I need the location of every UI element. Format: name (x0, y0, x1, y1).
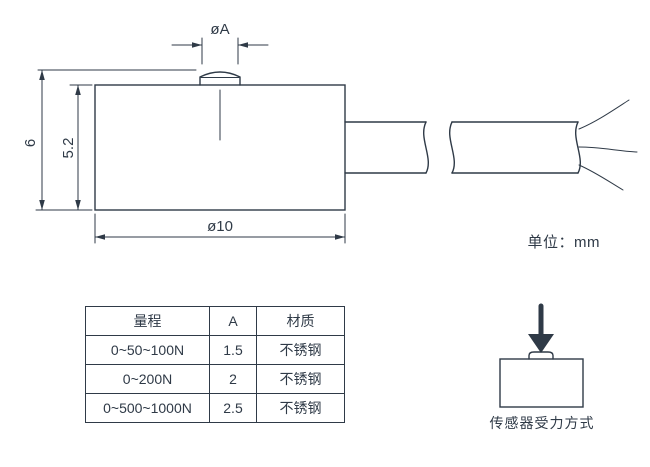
dimension-total-height: 6 (22, 69, 197, 211)
wire-top (578, 99, 630, 130)
dim-total-height-label: 6 (22, 139, 39, 147)
table-cell-material: 不锈钢 (256, 393, 345, 423)
arrowhead (75, 85, 81, 95)
mini-sensor-body (499, 358, 584, 408)
table-header-row: 量程 A 材质 (85, 306, 345, 336)
dimension-body-diameter: ø10 (94, 213, 346, 244)
table-cell-range: 0~200N (85, 364, 210, 394)
dim-cap-diameter-label: øA (210, 21, 229, 38)
force-diagram-caption: 传感器受力方式 (489, 415, 595, 431)
cable-end-break (575, 121, 581, 174)
arrowhead (95, 234, 105, 240)
dim-body-height-label: 5.2 (60, 138, 77, 159)
force-arrow-head (528, 334, 554, 353)
cable-break-left (423, 121, 429, 174)
arrowhead (192, 42, 202, 48)
spec-table: 量程 A 材质 0~50~100N 1.5 不锈钢 0~200N 2 不锈钢 0… (85, 306, 345, 423)
table-cell-material: 不锈钢 (256, 335, 345, 365)
sensor-body-outline (94, 84, 346, 211)
arrowhead (335, 234, 345, 240)
sensor-body (94, 71, 346, 211)
table-cell-range: 0~500~1000N (85, 393, 210, 423)
table-cell-a: 2 (209, 364, 257, 394)
mini-sensor-cap (528, 351, 554, 360)
col-header-material: 材质 (256, 306, 345, 336)
arrowhead (75, 200, 81, 210)
cable (344, 99, 638, 191)
table-row: 0~50~100N 1.5 不锈钢 (85, 335, 345, 365)
table-cell-a: 2.5 (209, 393, 257, 423)
table-row: 0~500~1000N 2.5 不锈钢 (85, 393, 345, 423)
table-row: 0~200N 2 不锈钢 (85, 364, 345, 394)
sensor-cap (199, 71, 241, 86)
table-cell-a: 1.5 (209, 335, 257, 365)
table-cell-material: 不锈钢 (256, 364, 345, 394)
dim-body-diameter-label: ø10 (207, 218, 233, 235)
col-header-range: 量程 (85, 306, 210, 336)
arrowhead (238, 42, 248, 48)
arrowhead (39, 70, 45, 80)
col-header-a: A (209, 306, 257, 336)
unit-label: 单位：mm (527, 234, 600, 251)
dimension-cap-diameter: øA (171, 21, 269, 65)
table-cell-range: 0~50~100N (85, 335, 210, 365)
dimension-body-height: 5.2 (60, 84, 93, 211)
wire-middle (578, 146, 638, 153)
arrowhead (39, 200, 45, 210)
wire-bottom (578, 164, 624, 191)
cable-break-right (449, 121, 455, 174)
force-direction-diagram (499, 303, 584, 408)
